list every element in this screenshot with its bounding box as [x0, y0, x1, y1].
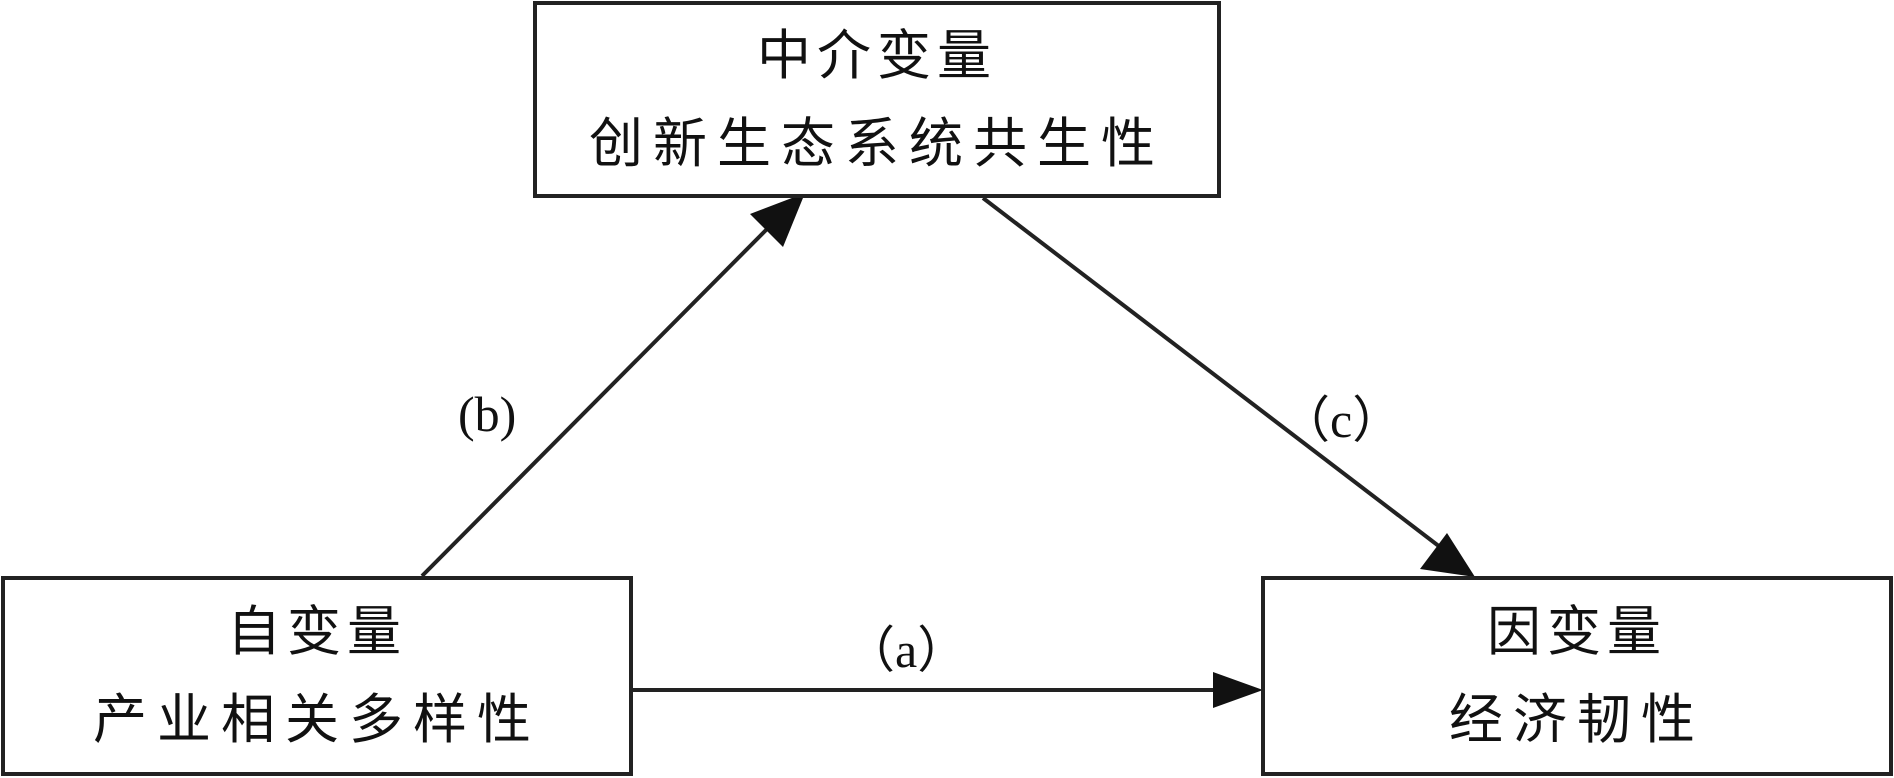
path-label-b: (b)	[458, 386, 517, 442]
arrow-b	[420, 193, 805, 578]
dependent-name: 经济韧性	[1449, 688, 1705, 751]
arrow-a	[633, 672, 1263, 708]
dependent-title: 因变量	[1487, 600, 1667, 663]
mediator-name: 创新生态系统共生性	[589, 111, 1165, 175]
path-label-a: （a）	[845, 622, 968, 678]
independent-variable-box: 自变量 产业相关多样性	[1, 576, 633, 776]
mediator-variable-box: 中介变量 创新生态系统共生性	[533, 1, 1221, 198]
dependent-variable-box: 因变量 经济韧性	[1261, 576, 1893, 776]
independent-name: 产业相关多样性	[93, 688, 541, 751]
path-label-c: （c）	[1280, 392, 1403, 448]
mediator-title: 中介变量	[757, 23, 997, 87]
independent-title: 自变量	[227, 600, 407, 663]
arrow-c	[981, 196, 1475, 577]
